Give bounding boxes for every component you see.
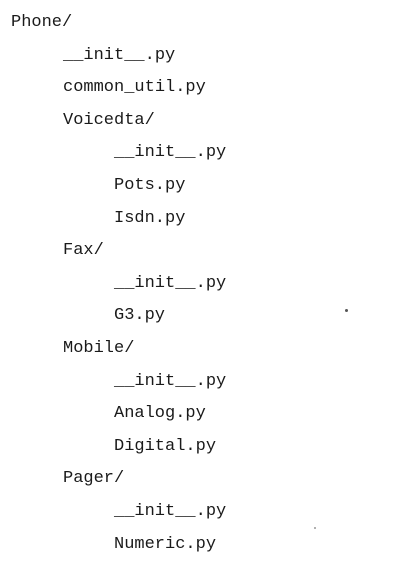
tree-item-fax-init: __init__.py <box>114 273 227 293</box>
tree-item-isdn: Isdn.py <box>114 208 186 228</box>
tree-item-g3: G3.py <box>114 306 166 326</box>
scan-speck <box>314 527 316 529</box>
tree-item-phone-dir: Phone/ <box>11 13 73 32</box>
tree-item-pots: Pots.py <box>114 175 186 195</box>
tree-item-pager-dir: Pager/ <box>63 469 125 489</box>
tree-item-analog: Analog.py <box>114 404 206 424</box>
tree-item-numeric: Numeric.py <box>114 534 217 554</box>
tree-item-phone-init: __init__.py <box>63 45 176 65</box>
tree-item-voicedta-init: __init__.py <box>114 143 227 163</box>
tree-item-mobile-dir: Mobile/ <box>63 338 135 358</box>
tree-item-voicedta-dir: Voicedta/ <box>63 110 155 130</box>
tree-item-fax-dir: Fax/ <box>63 241 104 261</box>
tree-item-pager-init: __init__.py <box>114 501 227 521</box>
scan-speck <box>345 309 348 312</box>
tree-item-digital: Digital.py <box>114 436 217 456</box>
package-directory-tree: Phone/ __init__.py common_util.py Voiced… <box>11 12 226 566</box>
tree-item-mobile-init: __init__.py <box>114 371 227 391</box>
tree-item-common-util: common_util.py <box>63 78 206 98</box>
